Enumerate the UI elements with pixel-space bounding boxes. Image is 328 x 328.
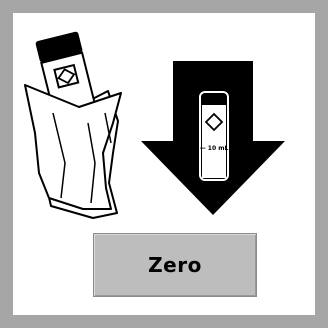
vial-volume-label: — 10 mL [200, 145, 229, 152]
zero-button-label: Zero [148, 253, 202, 277]
sample-pillow-packet-icon [25, 31, 121, 218]
cell-vial-icon: — 10 mL [195, 87, 233, 185]
zero-button[interactable]: Zero [93, 233, 257, 297]
screen-panel: — 10 mL Zero [13, 13, 315, 315]
